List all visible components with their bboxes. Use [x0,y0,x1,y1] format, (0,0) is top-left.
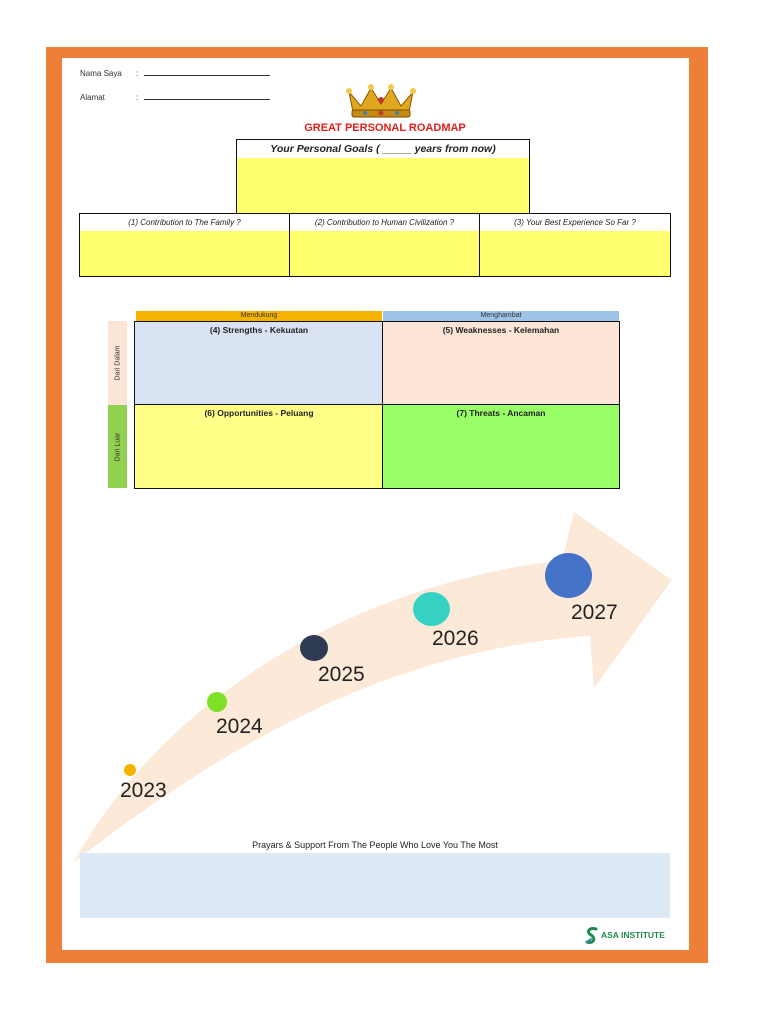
personal-goals-box[interactable]: Your Personal Goals ( _____ years from n… [236,139,530,214]
strengths-cell[interactable]: (4) Strengths - Kekuatan [134,321,384,406]
milestone-dot-2027 [545,553,592,598]
year-label-2027: 2027 [571,601,618,624]
milestone-dot-2024 [207,692,227,712]
name-label: Nama Saya [80,69,122,78]
outside-side-label: Dari Luar [108,405,127,488]
weaknesses-cell[interactable]: (5) Weaknesses - Kelemahan [382,321,620,406]
hinder-band: Menghambat [383,311,619,321]
support-band: Mendukung [136,311,382,321]
prayers-box[interactable] [80,853,670,918]
address-field: Alamat: [80,92,270,102]
year-label-2023: 2023 [120,779,167,802]
year-label-2025: 2025 [318,663,365,686]
page-title: GREAT PERSONAL ROADMAP [304,122,466,134]
name-field: Nama Saya: [80,68,270,78]
opportunities-heading: (6) Opportunities - Peluang [204,408,314,418]
contribution-family-heading: (1) Contribution to The Family ? [80,214,289,231]
logo-text: ASA INSTITUTE [601,930,665,940]
outside-label: Dari Luar [114,432,121,461]
best-experience-heading: (3) Your Best Experience So Far ? [480,214,670,231]
contribution-civilization-heading: (2) Contribution to Human Civilization ? [290,214,479,231]
best-experience-box[interactable]: (3) Your Best Experience So Far ? [479,213,671,277]
threats-heading: (7) Threats - Ancaman [456,408,546,418]
asa-logo-icon [585,927,598,944]
strengths-heading: (4) Strengths - Kekuatan [209,325,309,335]
opportunities-cell[interactable]: (6) Opportunities - Peluang [134,404,384,489]
asa-institute-logo: ASA INSTITUTE [585,926,665,946]
inside-side-label: Dari Dalam [108,321,127,405]
weaknesses-heading: (5) Weaknesses - Kelemahan [442,325,560,335]
name-input-line[interactable] [144,68,270,76]
address-label: Alamat [80,93,105,102]
milestone-dot-2023 [124,764,136,776]
roadmap-arrow [74,512,672,862]
address-input-line[interactable] [144,92,270,100]
address-separator: : [136,93,139,102]
contribution-civilization-box[interactable]: (2) Contribution to Human Civilization ? [289,213,480,277]
threats-cell[interactable]: (7) Threats - Ancaman [382,404,620,489]
year-label-2026: 2026 [432,627,479,650]
crown-icon [346,84,416,118]
milestone-dot-2025 [300,635,328,661]
prayers-label: Prayars & Support From The People Who Lo… [252,840,498,850]
contribution-family-box[interactable]: (1) Contribution to The Family ? [79,213,290,277]
personal-goals-heading: Your Personal Goals ( _____ years from n… [237,140,529,158]
name-separator: : [136,69,139,78]
year-label-2024: 2024 [216,715,263,738]
inside-label: Dari Dalam [114,345,121,381]
milestone-dot-2026 [413,592,450,626]
